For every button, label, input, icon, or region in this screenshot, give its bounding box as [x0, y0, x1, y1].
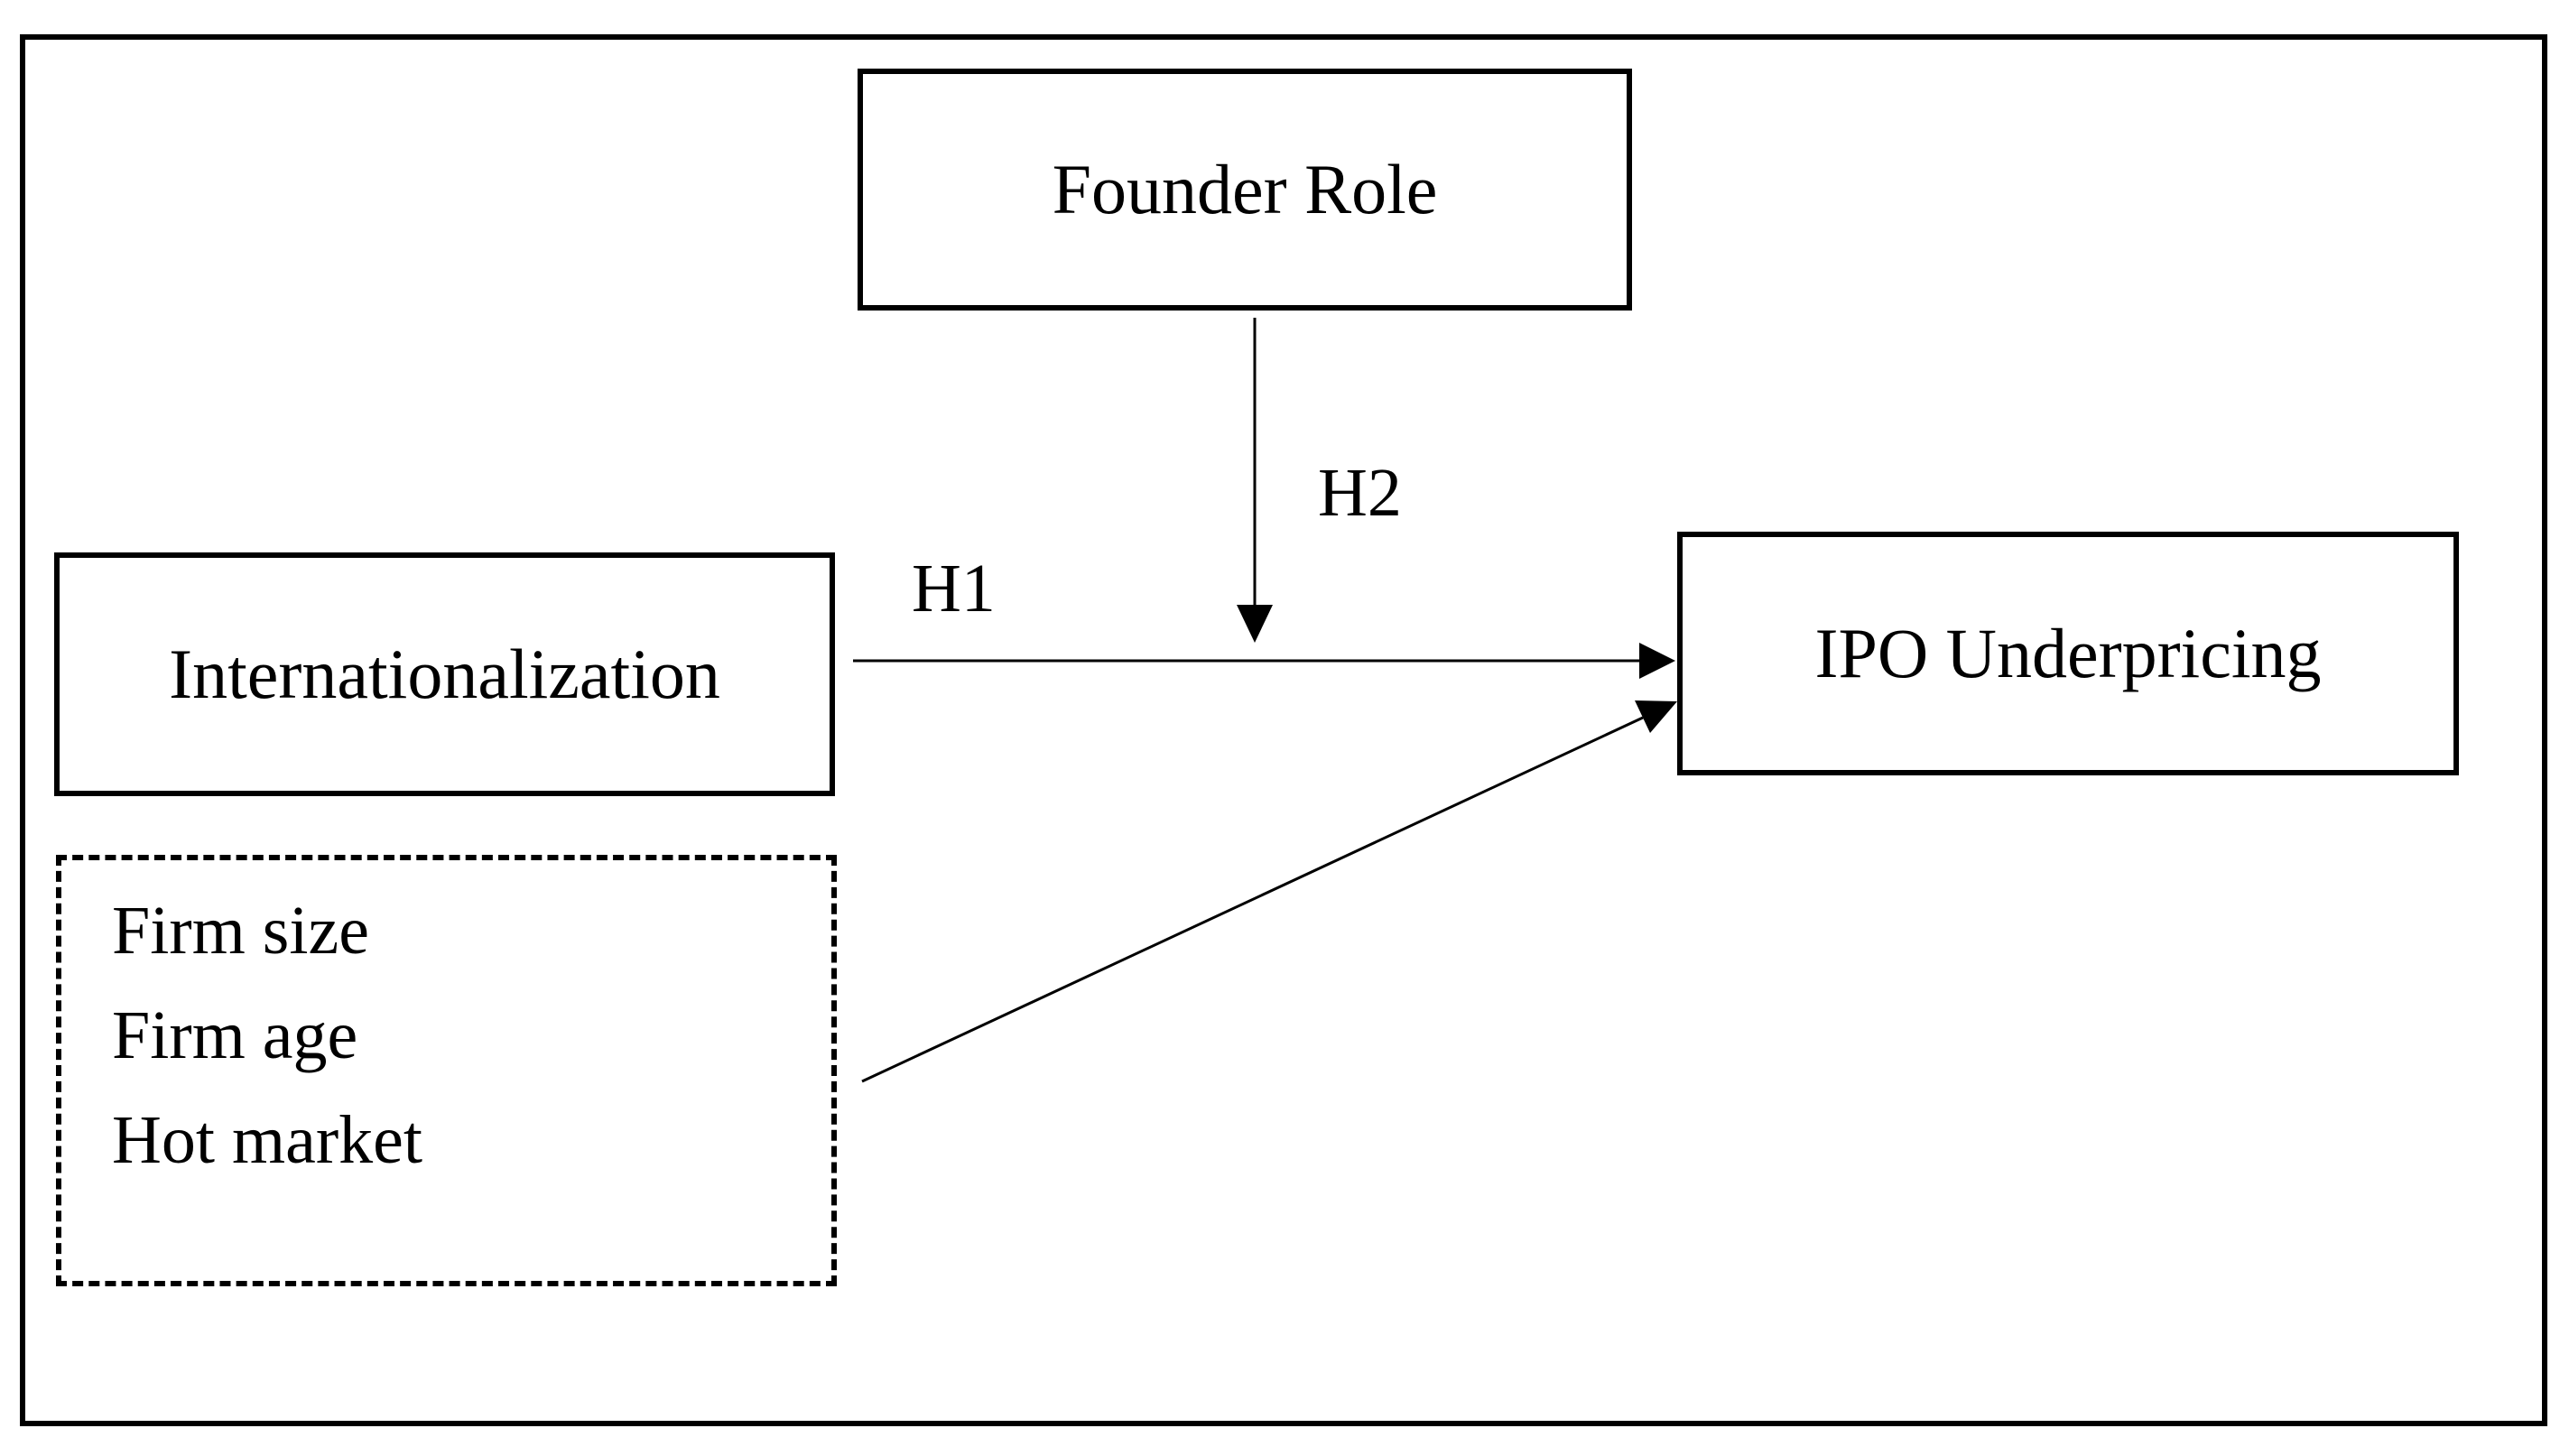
- hypothesis-h1-label: H1: [912, 551, 996, 626]
- control-firm-age: Firm age: [112, 997, 358, 1073]
- hypothesis-h2-label: H2: [1318, 455, 1402, 531]
- control-variables-box: Firm size Firm age Hot market: [56, 855, 837, 1286]
- controls-arrowhead: [1635, 700, 1677, 733]
- control-firm-size: Firm size: [112, 893, 369, 969]
- founder-role-box: Founder Role: [858, 69, 1632, 311]
- ipo-underpricing-label: IPO Underpricing: [1814, 614, 2322, 692]
- ipo-underpricing-box: IPO Underpricing: [1677, 532, 2459, 775]
- control-hot-market: Hot market: [112, 1102, 423, 1178]
- internationalization-label: Internationalization: [169, 635, 720, 713]
- internationalization-box: Internationalization: [54, 552, 835, 796]
- diagram-frame: [20, 34, 2547, 1426]
- founder-role-label: Founder Role: [1052, 150, 1438, 228]
- h1-arrowhead: [1639, 643, 1675, 679]
- controls-arrow: [861, 716, 1644, 1083]
- h2-arrowhead: [1237, 605, 1273, 643]
